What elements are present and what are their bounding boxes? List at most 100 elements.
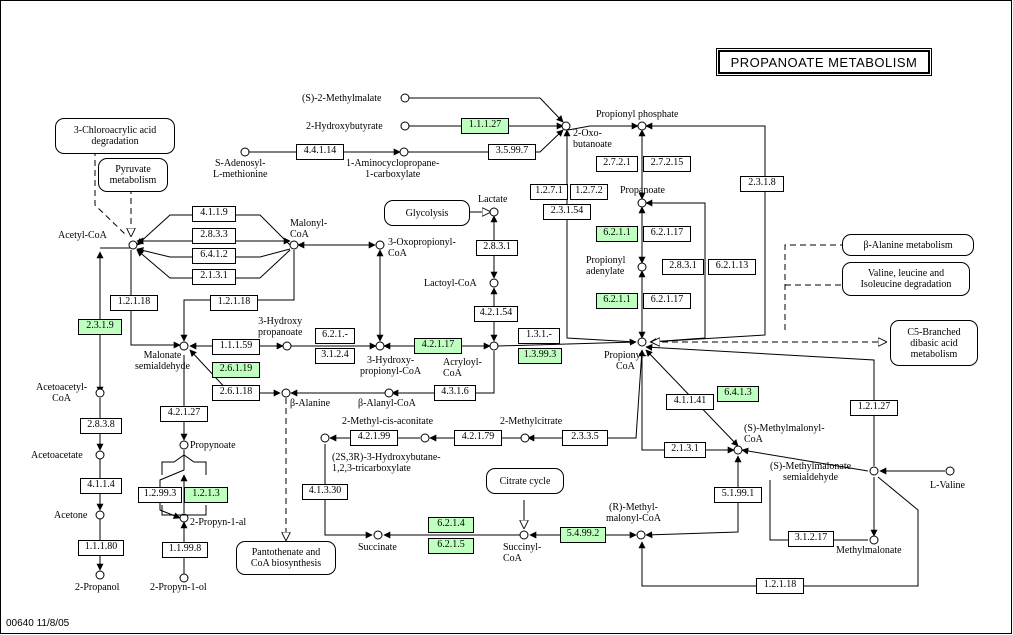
- map-pyruvate-metabolism[interactable]: Pyruvate metabolism: [98, 158, 168, 192]
- enzyme-4-1-1-9[interactable]: 4.1.1.9: [192, 206, 236, 222]
- compound-2-methyl-cis-aconitate[interactable]: 2-Methyl-cis-aconitate: [342, 416, 434, 427]
- enzyme-5-1-99-1[interactable]: 5.1.99.1: [714, 487, 762, 503]
- enzyme-2-1-3-1[interactable]: 2.1.3.1: [192, 269, 236, 285]
- enzyme-2-6-1-19[interactable]: 2.6.1.19: [212, 362, 260, 378]
- enzyme-1-1-1-80[interactable]: 1.1.1.80: [78, 540, 124, 556]
- enzyme-4-4-1-14[interactable]: 4.4.1.14: [296, 144, 344, 160]
- enzyme-4-2-1-99[interactable]: 4.2.1.99: [350, 430, 398, 446]
- enzyme-6-2-1-4[interactable]: 6.2.1.4: [428, 517, 474, 533]
- compound-beta-alanyl-coa[interactable]: β-Alanyl-CoA: [358, 398, 416, 409]
- enzyme-4-3-1-6[interactable]: 4.3.1.6: [434, 385, 476, 401]
- compound-2-propyn-1-al[interactable]: 2-Propyn-1-al: [190, 517, 247, 528]
- enzyme-4-2-1-54[interactable]: 4.2.1.54: [474, 306, 518, 322]
- compound-2-propyn-1-ol[interactable]: 2-Propyn-1-ol: [150, 582, 207, 593]
- enzyme-2-7-2-1[interactable]: 2.7.2.1: [596, 156, 638, 172]
- enzyme-1-2-1-18[interactable]: 1.2.1.18: [210, 295, 258, 311]
- compound-acryloyl-coa[interactable]: Acryloyl- CoA: [443, 357, 482, 379]
- enzyme-1-2-7-1[interactable]: 1.2.7.1: [530, 184, 568, 200]
- enzyme-4-2-1-27[interactable]: 4.2.1.27: [160, 406, 208, 422]
- map-3-chloroacrylic-acid-degradation[interactable]: 3-Chloroacrylic acid degradation: [55, 118, 175, 154]
- compound-propanoate[interactable]: Propanoate: [620, 185, 665, 196]
- enzyme-2-8-3-1[interactable]: 2.8.3.1: [476, 240, 518, 256]
- compound-acetone[interactable]: Acetone: [54, 510, 88, 521]
- enzyme-1-2-99-3[interactable]: 1.2.99.3: [138, 487, 182, 503]
- enzyme-1-2-1-27[interactable]: 1.2.1.27: [850, 400, 898, 416]
- compound-2-oxobutanoate[interactable]: 2-Oxo- butanoate: [573, 128, 612, 150]
- map-citrate-cycle[interactable]: Citrate cycle: [486, 468, 564, 494]
- enzyme-1-3-1--[interactable]: 1.3.1.-: [518, 328, 560, 344]
- enzyme-6-2-1-17[interactable]: 6.2.1.17: [643, 293, 691, 309]
- compound-2-hydroxybutyrate[interactable]: 2-Hydroxybutyrate: [306, 121, 383, 132]
- enzyme-1-1-99-8[interactable]: 1.1.99.8: [162, 542, 208, 558]
- compound-s-methylmalonate-semialdehyde[interactable]: (S)-Methylmalonate semialdehyde: [770, 461, 852, 483]
- compound-l-valine[interactable]: L-Valine: [930, 480, 965, 491]
- map-glycolysis[interactable]: Glycolysis: [384, 200, 470, 226]
- enzyme-2-3-1-9[interactable]: 2.3.1.9: [78, 319, 122, 335]
- enzyme-6-2-1-13[interactable]: 6.2.1.13: [708, 259, 756, 275]
- enzyme-5-4-99-2[interactable]: 5.4.99.2: [560, 527, 606, 543]
- compound-s-adenosyl-l-methionine[interactable]: S-Adenosyl- L-methionine: [213, 158, 268, 180]
- compound-lactate[interactable]: Lactate: [478, 194, 508, 205]
- compound-3-oxopropionyl-coa[interactable]: 3-Oxopropionyl- CoA: [388, 237, 456, 259]
- compound-s2-methylmalate[interactable]: (S)-2-Methylmalate: [302, 93, 382, 104]
- enzyme-1-2-7-2[interactable]: 1.2.7.2: [570, 184, 608, 200]
- compound-methylmalonate[interactable]: Methylmalonate: [836, 545, 902, 556]
- map-pantothenate-coa-biosynthesis[interactable]: Pantothenate and CoA biosynthesis: [236, 541, 336, 575]
- compound-succinyl-coa[interactable]: Succinyl- CoA: [503, 542, 542, 564]
- compound-propynoate[interactable]: Propynoate: [190, 440, 236, 451]
- map-footer: 00640 11/8/05: [6, 618, 70, 629]
- compound-acetoacetate[interactable]: Acetoacetate: [31, 450, 83, 461]
- enzyme-6-2-1-17[interactable]: 6.2.1.17: [643, 226, 691, 242]
- compound-s-methylmalonyl-coa[interactable]: (S)-Methylmalonyl- CoA: [744, 423, 825, 445]
- enzyme-3-1-2-17[interactable]: 3.1.2.17: [788, 531, 834, 547]
- compound-propionyl-coa[interactable]: Propionyl- CoA: [604, 350, 647, 372]
- compound-3-hydroxypropanoate[interactable]: 3-Hydroxy propanoate: [258, 316, 303, 338]
- compound-acetoacetyl-coa[interactable]: Acetoacetyl- CoA: [36, 382, 88, 404]
- enzyme-6-4-1-2[interactable]: 6.4.1.2: [192, 248, 236, 264]
- enzyme-1-2-1-3[interactable]: 1.2.1.3: [184, 487, 228, 503]
- enzyme-2-3-3-5[interactable]: 2.3.3.5: [562, 430, 608, 446]
- enzyme-1-3-99-3[interactable]: 1.3.99.3: [518, 348, 562, 364]
- enzyme-1-2-1-18[interactable]: 1.2.1.18: [110, 295, 158, 311]
- compound-malonyl-coa[interactable]: Malonyl- CoA: [290, 218, 328, 240]
- map-valine-leucine-isoleucine-degradation[interactable]: Valine, leucine and Isoleucine degradati…: [842, 262, 970, 296]
- enzyme-2-1-3-1[interactable]: 2.1.3.1: [664, 442, 706, 458]
- enzyme-6-4-1-3[interactable]: 6.4.1.3: [717, 386, 759, 402]
- enzyme-6-2-1--[interactable]: 6.2.1.-: [315, 328, 355, 344]
- enzyme-4-1-3-30[interactable]: 4.1.3.30: [302, 484, 348, 500]
- enzyme-2-8-3-8[interactable]: 2.8.3.8: [80, 418, 122, 434]
- compound-acetyl-coa[interactable]: Acetyl-CoA: [58, 230, 107, 241]
- compound-beta-alanine[interactable]: β-Alanine: [290, 398, 331, 409]
- enzyme-3-5-99-7[interactable]: 3.5.99.7: [488, 144, 536, 160]
- compound-1-aminocyclopropane[interactable]: 1-Aminocyclopropane- 1-carboxylate: [346, 158, 440, 180]
- enzyme-2-3-1-54[interactable]: 2.3.1.54: [543, 204, 591, 220]
- compound-propionyl-adenylate[interactable]: Propionyl adenylate: [586, 255, 626, 277]
- enzyme-1-2-1-18[interactable]: 1.2.1.18: [756, 578, 804, 594]
- enzyme-2-7-2-15[interactable]: 2.7.2.15: [643, 156, 691, 172]
- compound-malonate-semialdehyde[interactable]: Malonate semialdehyde: [135, 350, 190, 372]
- compound-propionyl-phosphate[interactable]: Propionyl phosphate: [596, 109, 679, 120]
- compound-lactoyl-coa[interactable]: Lactoyl-CoA: [424, 278, 477, 289]
- enzyme-4-1-1-41[interactable]: 4.1.1.41: [666, 394, 714, 410]
- enzyme-2-8-3-3[interactable]: 2.8.3.3: [192, 228, 236, 244]
- enzyme-1-1-1-27[interactable]: 1.1.1.27: [461, 118, 509, 134]
- enzyme-4-1-1-4[interactable]: 4.1.1.4: [80, 478, 122, 494]
- compound-r-methylmalonyl-coa[interactable]: (R)-Methyl- malonyl-CoA: [606, 502, 661, 524]
- enzyme-2-3-1-8[interactable]: 2.3.1.8: [740, 176, 784, 192]
- enzyme-4-2-1-17[interactable]: 4.2.1.17: [414, 338, 462, 354]
- compound-succinate[interactable]: Succinate: [358, 542, 397, 553]
- enzyme-2-6-1-18[interactable]: 2.6.1.18: [212, 385, 260, 401]
- compound-2-methylcitrate[interactable]: 2-Methylcitrate: [500, 416, 563, 427]
- enzyme-3-1-2-4[interactable]: 3.1.2.4: [315, 348, 355, 364]
- compound-hydroxybutane-tricarboxylate[interactable]: (2S,3R)-3-Hydroxybutane- 1,2,3-tricarbox…: [332, 452, 441, 474]
- enzyme-1-1-1-59[interactable]: 1.1.1.59: [212, 339, 260, 355]
- enzyme-2-8-3-1[interactable]: 2.8.3.1: [662, 259, 704, 275]
- compound-3-hydroxypropionyl-coa[interactable]: 3-Hydroxy- propionyl-CoA: [360, 355, 422, 377]
- map-beta-alanine-metabolism[interactable]: β-Alanine metabolism: [842, 234, 974, 256]
- enzyme-6-2-1-5[interactable]: 6.2.1.5: [428, 538, 474, 554]
- compound-2-propanol[interactable]: 2-Propanol: [75, 582, 120, 593]
- map-c5-branched-dibasic-acid-metabolism[interactable]: C5-Branched dibasic acid metabolism: [890, 320, 978, 366]
- enzyme-6-2-1-1[interactable]: 6.2.1.1: [596, 226, 638, 242]
- enzyme-4-2-1-79[interactable]: 4.2.1.79: [454, 430, 502, 446]
- enzyme-6-2-1-1[interactable]: 6.2.1.1: [596, 293, 638, 309]
